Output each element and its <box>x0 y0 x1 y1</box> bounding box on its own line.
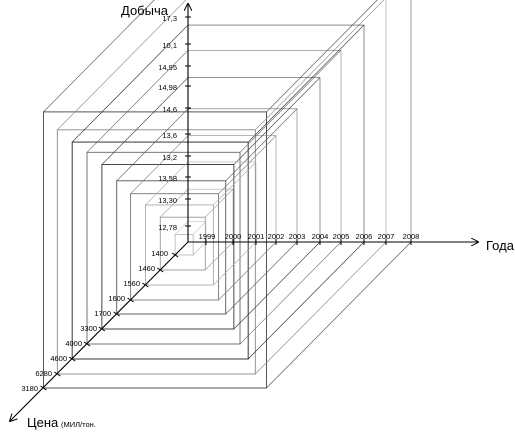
year-tick-label: 2008 <box>403 232 420 241</box>
price-tick-label: 6280 <box>35 369 52 378</box>
box-depth-edge <box>213 161 257 206</box>
price-tick <box>54 371 61 377</box>
box-depth-edge <box>43 0 155 113</box>
horizontal-axis-title: Года <box>486 238 515 253</box>
box-depth-edge <box>205 241 234 271</box>
box-depth-edge <box>192 221 207 235</box>
box-back-edges <box>188 49 342 242</box>
box-depth-edge <box>57 0 187 131</box>
box-front-face <box>144 204 214 286</box>
price-tick <box>142 282 149 288</box>
box-depth-edge <box>225 241 298 315</box>
price-tick <box>113 311 120 317</box>
box-depth-edge <box>205 188 234 218</box>
vertical-tick-label: 10,1 <box>162 41 177 50</box>
box-front-face <box>56 129 256 375</box>
diagonal-axis-title: Цена <box>27 415 59 430</box>
box-depth-edge <box>116 108 189 182</box>
box-depth-edge <box>218 135 277 194</box>
price-tick <box>157 267 164 273</box>
box-front-face <box>86 151 241 345</box>
price-tick <box>83 341 91 347</box>
box-depth-edge <box>266 0 378 113</box>
box-front-face <box>101 164 235 330</box>
box-depth-edge <box>213 241 257 286</box>
price-tick-label: 1400 <box>151 249 168 258</box>
box-depth-edge <box>266 241 412 389</box>
box-back-edges <box>188 161 257 242</box>
box-front-face <box>116 180 227 315</box>
year-tick-label: 2006 <box>356 232 373 241</box>
box-depth-edge <box>247 241 365 360</box>
price-tick-label: 1460 <box>138 264 155 273</box>
price-tick-label: 3180 <box>21 384 38 393</box>
price-tick-labels: 1400 1460 1560 1600 1700 3300 4000 4600 … <box>21 249 168 393</box>
vertical-tick-label: 12,78 <box>158 223 177 232</box>
vertical-tick-label: 14,98 <box>158 83 177 92</box>
price-tick-label: 4000 <box>65 339 82 348</box>
box-depth-edge <box>174 221 189 235</box>
vertical-tick-label: 13,30 <box>158 196 177 205</box>
price-tick-label: 1700 <box>94 309 111 318</box>
box-depth-edge <box>192 241 207 256</box>
year-tick-labels: 1999 2000 2001 2002 2003 2004 2005 2006 … <box>199 232 420 241</box>
box-depth-edge <box>145 161 189 206</box>
vertical-tick-labels: 17,3 10,1 14,95 14,98 14,6 13,6 13,2 13,… <box>158 14 177 232</box>
year-tick-label: 2004 <box>312 232 329 241</box>
vertical-tick-label: 13,6 <box>162 131 177 140</box>
year-tick-label: 2000 <box>225 232 242 241</box>
price-tick <box>40 385 47 391</box>
year-tick-label: 2007 <box>378 232 395 241</box>
box-back-edges <box>188 77 321 242</box>
price-tick-label: 3300 <box>80 324 97 333</box>
vertical-axis-title: Добыча <box>121 3 169 18</box>
price-tick-label: 1600 <box>108 294 125 303</box>
axes <box>10 4 478 421</box>
box-front-face <box>43 111 267 389</box>
box-front-face <box>71 141 249 360</box>
price-tick <box>68 356 76 362</box>
price-tick-label: 4600 <box>50 354 67 363</box>
box-back-edges <box>385 0 387 242</box>
box-depth-edge <box>239 50 342 153</box>
diagonal-axis-unit: (МИЛ/тон. <box>61 420 96 429</box>
nested-boxes <box>43 0 412 389</box>
year-tick-label: 2003 <box>289 232 306 241</box>
box-front-face <box>159 216 206 271</box>
box-back-edges <box>410 0 412 242</box>
box-depth-edge <box>101 77 189 165</box>
price-tick-label: 1560 <box>123 279 140 288</box>
box-depth-edge <box>160 188 189 218</box>
vertical-tick-label: 13,2 <box>162 153 177 162</box>
vertical-tick-label: 14,95 <box>158 63 177 72</box>
box-front-face <box>174 233 194 256</box>
tick-marks <box>40 16 412 391</box>
price-tick <box>127 297 134 303</box>
box-depth-edge <box>247 24 365 143</box>
price-tick <box>171 252 179 258</box>
box-depth-edge <box>86 50 189 153</box>
box-depth-edge <box>255 241 387 375</box>
box-depth-edge <box>130 135 189 194</box>
box-depth-edge <box>233 241 321 330</box>
year-tick-label: 1999 <box>199 232 216 241</box>
box-depth-edge <box>233 77 321 165</box>
year-tick-label: 2001 <box>248 232 265 241</box>
year-tick-label: 2005 <box>333 232 350 241</box>
vertical-tick-label: 14,6 <box>162 105 177 114</box>
box-depth-edge <box>218 241 277 301</box>
box-depth-edge <box>239 241 342 345</box>
price-tick <box>98 326 106 332</box>
year-tick-label: 2002 <box>268 232 285 241</box>
vertical-tick-label: 13,58 <box>158 174 177 183</box>
box-front-face <box>130 193 220 301</box>
box-depth-edge <box>71 24 189 143</box>
diagonal-axis-line <box>10 241 189 421</box>
box-depth-edge <box>225 108 298 182</box>
vertical-tick-label: 17,3 <box>162 14 177 23</box>
box-depth-edge <box>255 0 385 131</box>
